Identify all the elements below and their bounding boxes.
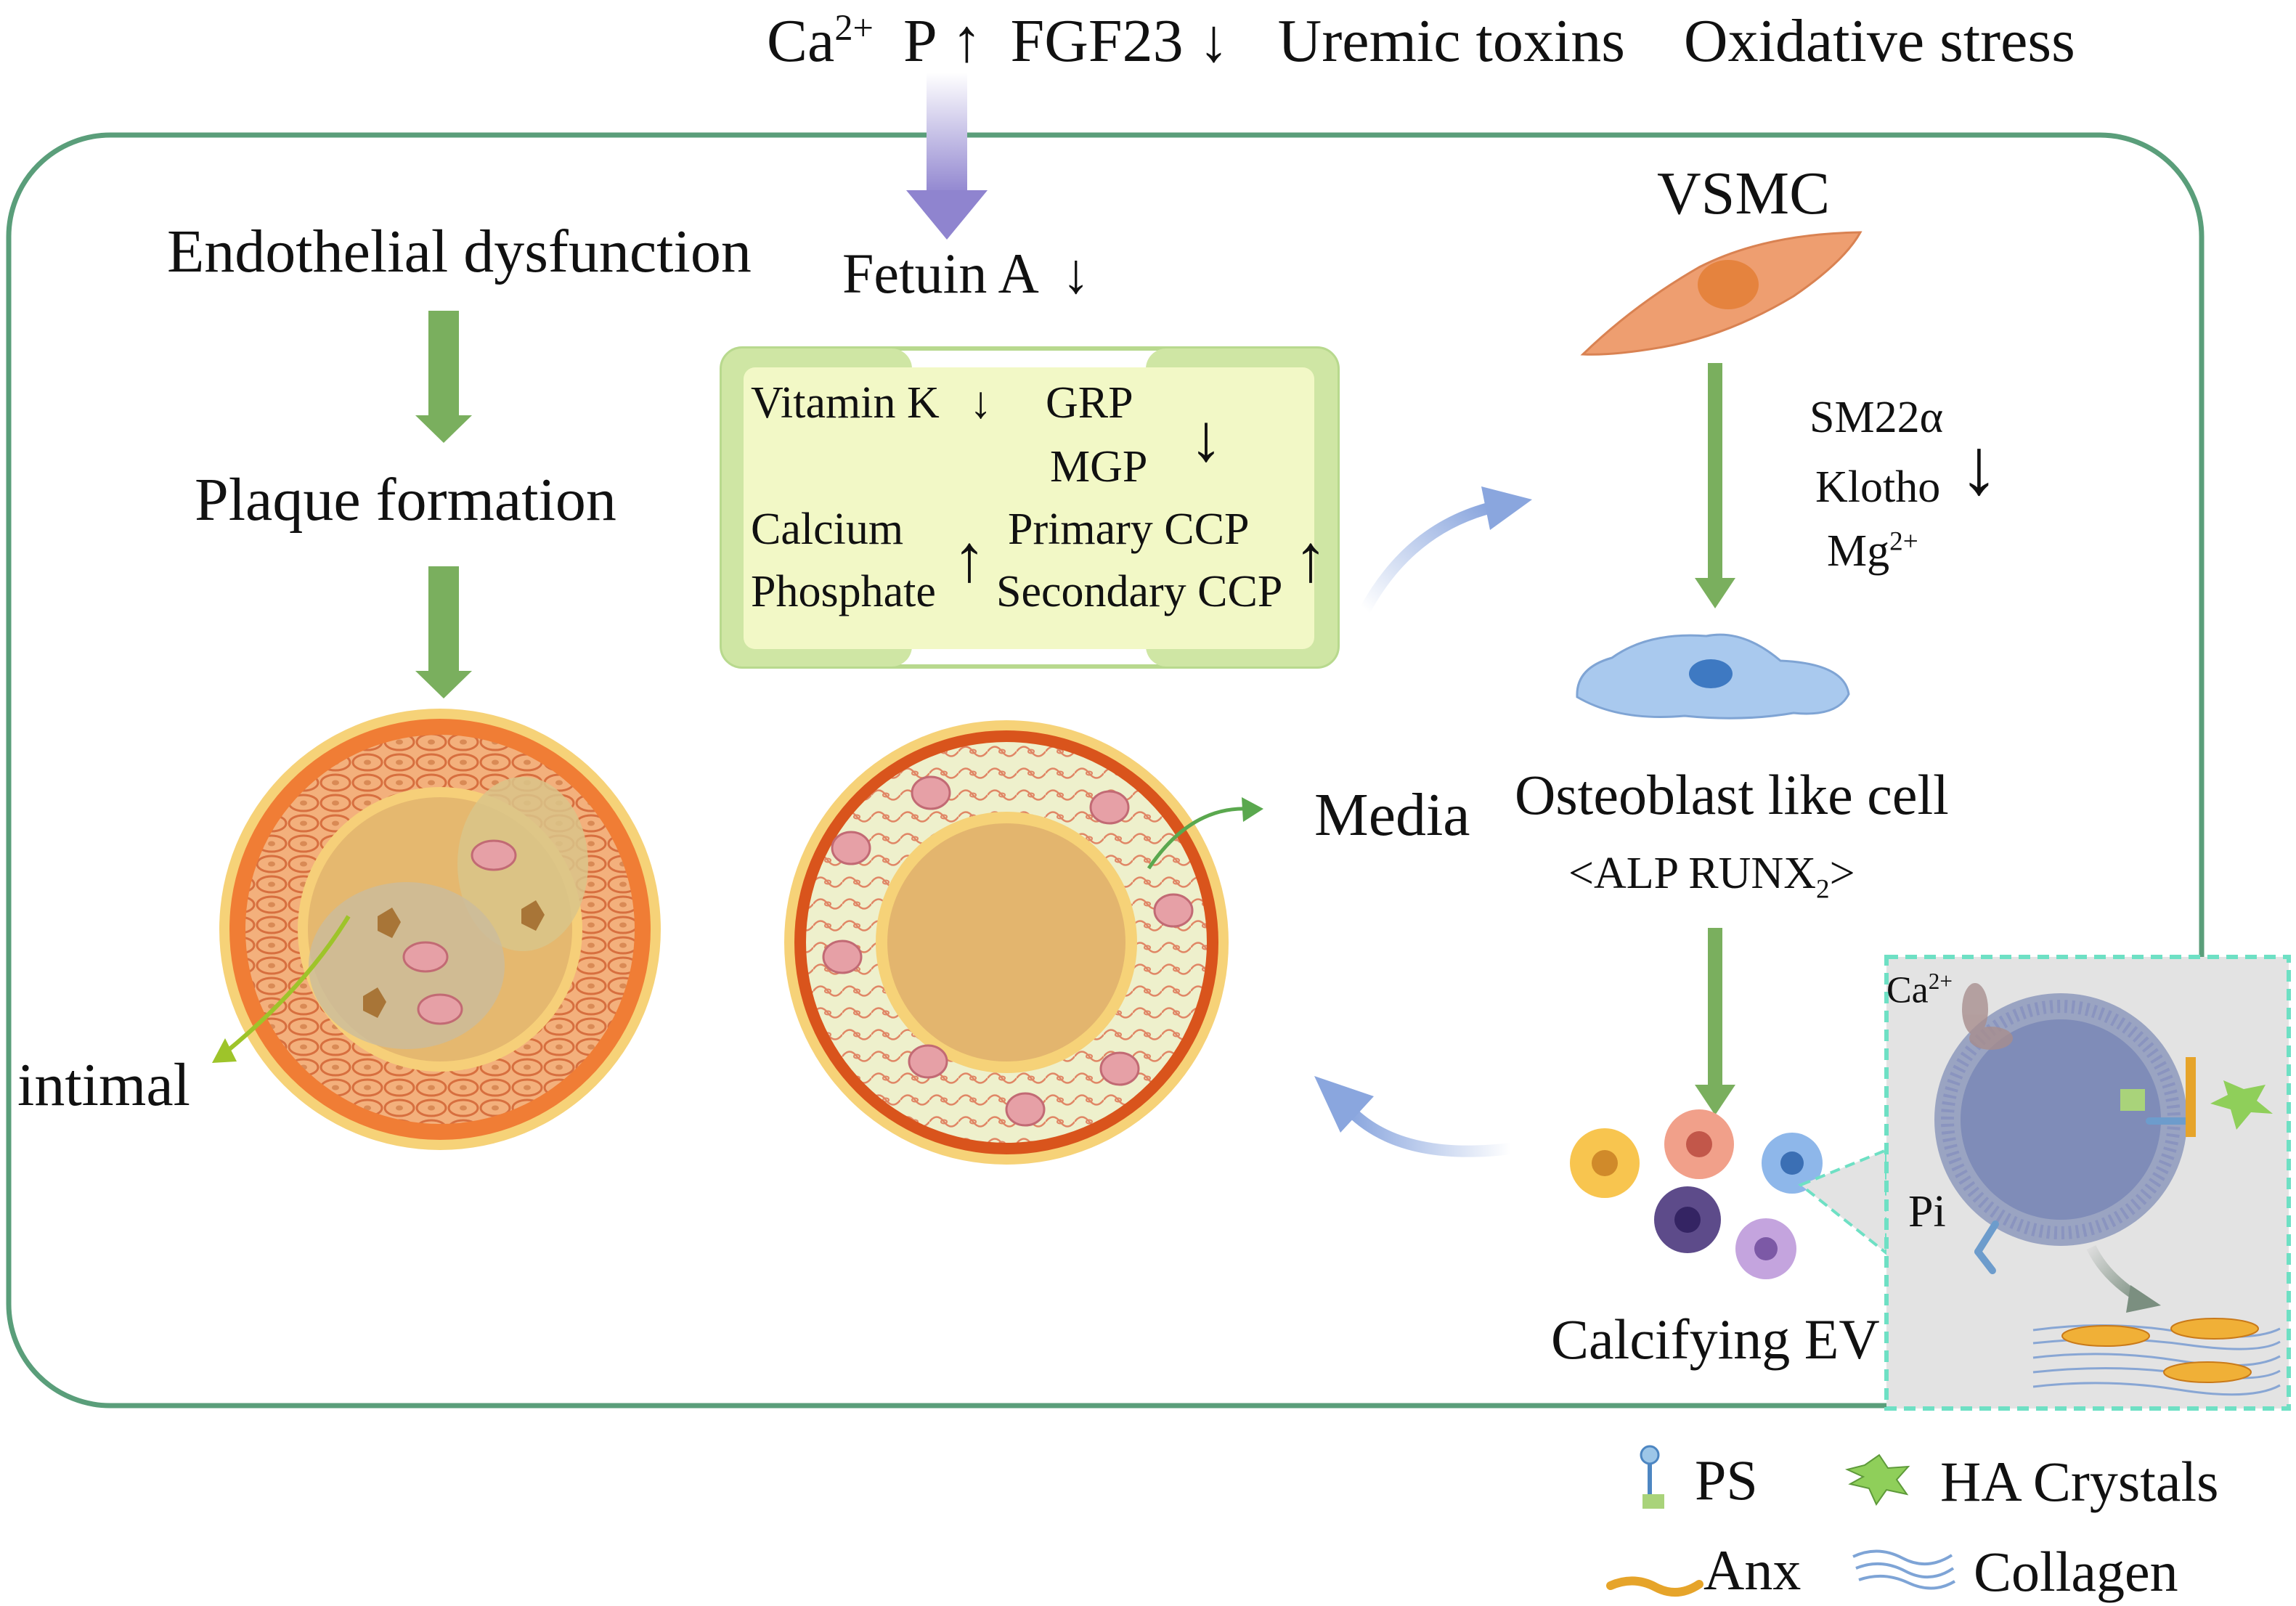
grp-mgp-arrow-icon: ↓ <box>1189 401 1223 475</box>
intimal-vessel <box>212 709 661 1150</box>
alp-runx2-label: <ALP RUNX2> <box>1568 849 1855 905</box>
intimal-label: intimal <box>17 1051 190 1119</box>
ha-crystals-icon <box>1844 1454 1910 1507</box>
legend-ha-crystals-label: HA Crystals <box>1940 1450 2219 1513</box>
green-arrow-endothelial-to-plaque <box>415 311 472 443</box>
collagen-icon <box>1852 1549 1956 1590</box>
header-ca: Ca2+ <box>767 7 874 75</box>
calcifying-ev-label: Calcifying EV <box>1551 1308 1880 1371</box>
purple-arrow <box>906 73 988 240</box>
anx-icon <box>1606 1576 1703 1597</box>
factor-box <box>720 346 1340 669</box>
inset-ca-label: Ca2+ <box>1886 969 1953 1011</box>
header-row: Ca2+ P ↑ FGF23 ↓ Uremic toxins Oxidative… <box>767 6 2075 76</box>
phosphate-label: Phosphate <box>751 567 936 616</box>
header-uremic-toxins: Uremic toxins <box>1277 7 1625 75</box>
vsmc-cell <box>1580 231 1863 356</box>
green-arrow-plaque-to-vessel <box>415 566 472 698</box>
legend-icons <box>1606 1445 1956 1597</box>
osteoblast-label: Osteoblast like cell <box>1515 763 1949 826</box>
ev-detail-inset <box>1798 955 2291 1411</box>
header-p: P <box>903 7 935 75</box>
green-arrow-osteoblast-to-ev <box>1695 928 1735 1115</box>
inset-pi-label: Pi <box>1908 1187 1946 1236</box>
fetuin-label: Fetuin A ↓ <box>842 242 1091 305</box>
vitamin-k-arrow-icon: ↓ <box>969 378 993 428</box>
legend-ps-label: PS <box>1695 1448 1758 1512</box>
blue-arrow-to-vsmc <box>1359 486 1532 616</box>
up-arrow-icon: ↑ <box>951 7 982 75</box>
mgp-label: MGP <box>1050 442 1148 492</box>
ccp-arrow-icon: ↑ <box>1294 521 1327 595</box>
ca-p-arrow-icon: ↑ <box>953 521 986 595</box>
main-frame <box>6 132 2205 1409</box>
markers-down-arrow-icon: ↓ <box>1959 423 1999 511</box>
sm22a-label: SM22α <box>1809 393 1944 442</box>
green-arrow-vsmc-to-osteoblast <box>1695 363 1735 608</box>
vsmc-label: VSMC <box>1657 160 1831 227</box>
primary-ccp-label: Primary CCP <box>1008 505 1250 554</box>
media-label: Media <box>1314 781 1470 849</box>
ps-icon <box>1640 1445 1664 1509</box>
secondary-ccp-label: Secondary CCP <box>996 567 1283 616</box>
plaque-label: Plaque formation <box>195 466 616 534</box>
mg-label: Mg2+ <box>1827 526 1918 576</box>
header-fgf23: FGF23 <box>1010 7 1184 75</box>
calcium-label: Calcium <box>751 505 904 554</box>
endothelial-label: Endothelial dysfunction <box>167 218 752 285</box>
ev-cluster <box>1570 1109 1823 1279</box>
fetuin-down-arrow-icon: ↓ <box>1062 242 1091 305</box>
grp-label: GRP <box>1046 378 1133 428</box>
down-arrow-icon: ↓ <box>1198 7 1229 75</box>
blue-arrow-to-media <box>1314 1076 1516 1157</box>
vitamin-k-label: Vitamin K ↓ <box>751 378 993 428</box>
header-oxidative-stress: Oxidative stress <box>1683 7 2075 75</box>
klotho-label: Klotho <box>1815 462 1941 512</box>
legend-collagen-label: Collagen <box>1974 1540 2178 1603</box>
osteoblast-cell <box>1576 633 1850 720</box>
legend-anx-label: Anx <box>1703 1538 1802 1602</box>
media-vessel <box>784 720 1263 1165</box>
